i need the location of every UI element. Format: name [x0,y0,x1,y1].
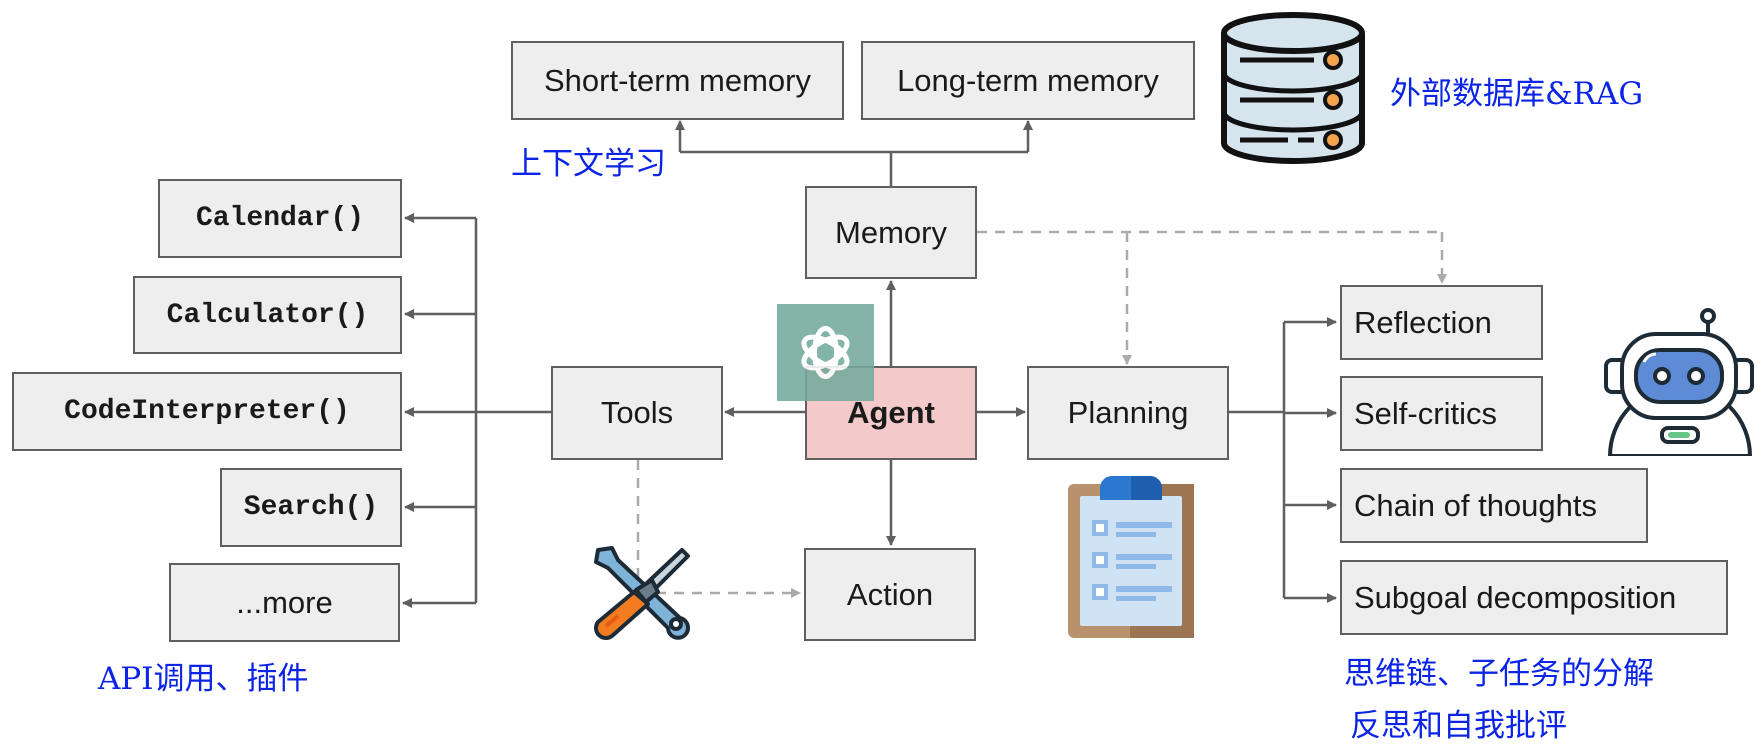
external-db-rag-note: 外部数据库&RAG [1390,76,1644,112]
robot-icon [1604,308,1754,456]
planning-box: Planning [1027,366,1229,460]
cot-subtasks-note: 思维链、子任务的分解 [1344,656,1654,692]
api-plugins-note: API调用、插件 [98,661,309,697]
reflection-box: Reflection [1340,285,1543,360]
action-box: Action [804,548,976,641]
tools-icon [594,546,690,640]
reflection-self-critique-note: 反思和自我批评 [1350,708,1567,744]
openai-logo-icon [777,304,874,401]
memory-box: Memory [805,186,977,279]
clipboard-icon [1068,476,1194,638]
tools-box: Tools [551,366,723,460]
calculator-tool-box: Calculator() [133,276,402,354]
search-tool-box: Search() [220,468,402,547]
chain-of-thoughts-box: Chain of thoughts [1340,468,1648,543]
calendar-tool-box: Calendar() [158,179,402,258]
codeinterpreter-tool-box: CodeInterpreter() [12,372,402,451]
more-tools-box: ...more [169,563,400,642]
subgoal-decomposition-box: Subgoal decomposition [1340,560,1728,635]
database-icon [1221,12,1365,164]
in-context-learning-note: 上下文学习 [511,146,666,182]
short-term-memory-box: Short-term memory [511,41,844,120]
long-term-memory-box: Long-term memory [861,41,1195,120]
self-critics-box: Self-critics [1340,376,1543,451]
